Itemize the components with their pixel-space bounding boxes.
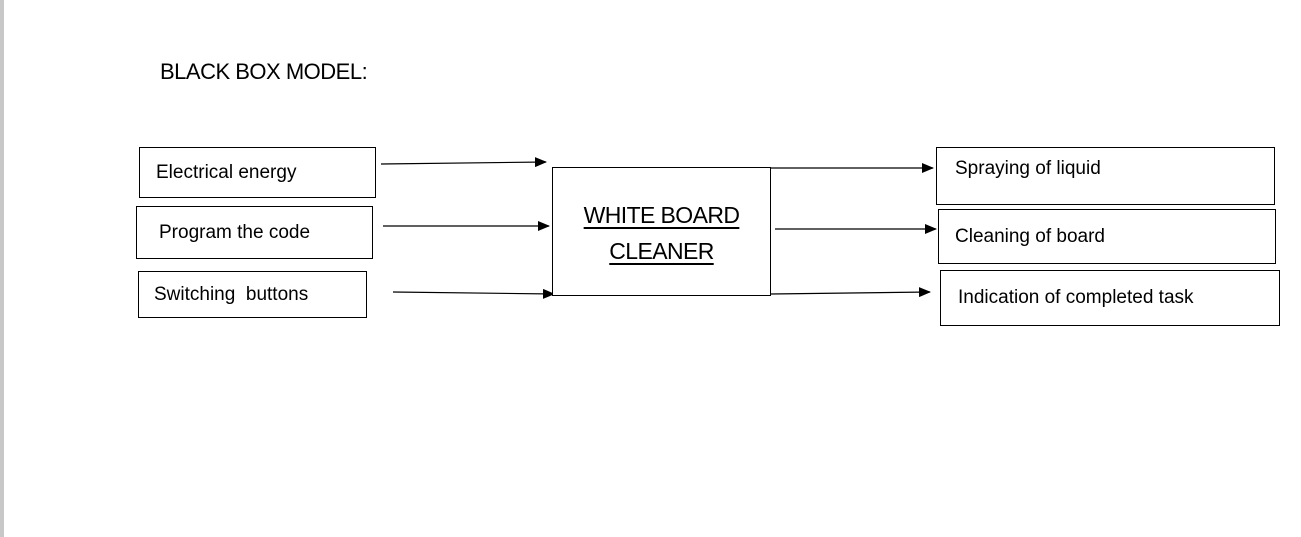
input-box-program-the-code: Program the code	[136, 206, 373, 259]
arrow-output-3	[770, 287, 931, 298]
system-label-line-2: CLEANER	[609, 237, 714, 264]
input-box-electrical-energy: Electrical energy	[139, 147, 376, 198]
system-box-white-board-cleaner: WHITE BOARD CLEANER	[552, 167, 771, 296]
page-title: BLACK BOX MODEL:	[160, 59, 368, 84]
output-label: Cleaning of board	[955, 225, 1105, 247]
input-label: Electrical energy	[156, 161, 297, 183]
output-box-indication-of-completed-task: Indication of completed task	[940, 270, 1280, 326]
output-box-cleaning-of-board: Cleaning of board	[938, 209, 1276, 264]
output-label: Spraying of liquid	[955, 158, 1101, 179]
input-label: Switching buttons	[154, 283, 309, 305]
arrow-input-1	[380, 157, 547, 168]
input-box-switching-buttons: Switching buttons	[138, 271, 367, 318]
output-label: Indication of completed task	[958, 287, 1194, 308]
arrow-input-3	[392, 288, 555, 299]
page-left-border	[0, 0, 4, 537]
system-label-line-1: WHITE BOARD	[583, 201, 740, 228]
output-box-spraying-of-liquid: Spraying of liquid	[936, 147, 1275, 205]
input-label: Program the code	[159, 221, 311, 243]
